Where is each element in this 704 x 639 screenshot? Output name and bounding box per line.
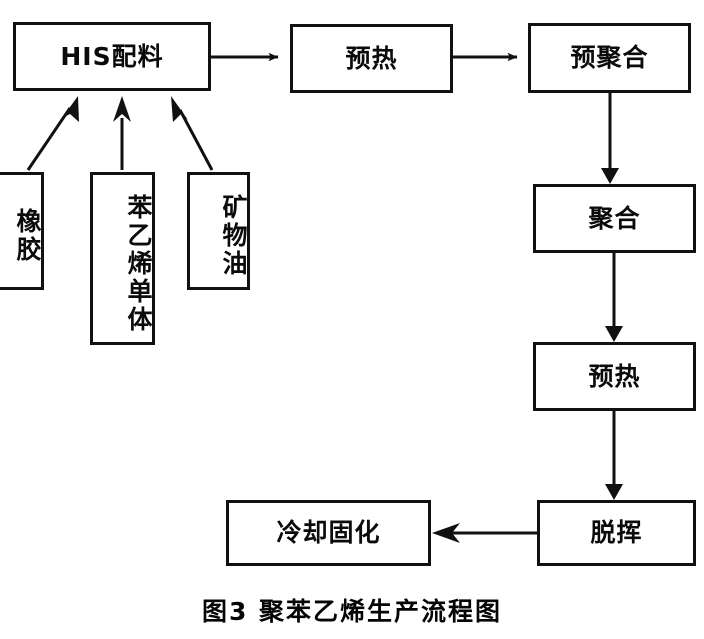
edge-preheat-2-to-devolatilize: [605, 411, 623, 500]
edge-devolatilize-to-cool-solidify: [432, 523, 537, 543]
node-rubber[interactable]: 橡胶: [0, 172, 44, 290]
node-prepolymerization-label: 预聚合: [570, 43, 649, 72]
node-preheat-2-label: 预热: [588, 361, 641, 391]
node-styrene-monomer[interactable]: 苯乙烯单体: [90, 172, 155, 345]
edge-styrene-to-his-batch: [113, 96, 131, 170]
node-his-batch-label: HIS配料: [60, 41, 164, 71]
node-prepolymerization[interactable]: 预聚合: [528, 23, 691, 93]
edge-prepoly-to-polymerize: [601, 93, 619, 184]
node-polymerization[interactable]: 聚合: [533, 184, 696, 253]
node-mineral-oil-label: 矿物油: [219, 194, 248, 278]
figure-caption: 图3 聚苯乙烯生产流程图: [201, 597, 503, 626]
node-his-batch[interactable]: HIS配料: [13, 22, 211, 91]
node-preheat-1-label: 预热: [345, 43, 398, 73]
node-devolatilization-label: 脱挥: [590, 518, 643, 547]
node-preheat-2[interactable]: 预热: [533, 342, 696, 411]
edge-mineral-oil-to-his-batch: [171, 96, 214, 171]
node-rubber-label: 橡胶: [13, 208, 42, 264]
node-preheat-1[interactable]: 预热: [290, 24, 453, 93]
node-cooling-solidification[interactable]: 冷却固化: [226, 500, 431, 566]
node-styrene-monomer-label: 苯乙烯单体: [124, 193, 153, 334]
node-devolatilization[interactable]: 脱挥: [537, 500, 696, 566]
node-polymerization-label: 聚合: [588, 203, 641, 233]
node-cooling-solidification-label: 冷却固化: [276, 518, 381, 547]
edge-rubber-to-his-batch: [26, 96, 79, 171]
edge-polymerize-to-preheat-2: [605, 253, 623, 342]
node-mineral-oil[interactable]: 矿物油: [187, 172, 250, 290]
